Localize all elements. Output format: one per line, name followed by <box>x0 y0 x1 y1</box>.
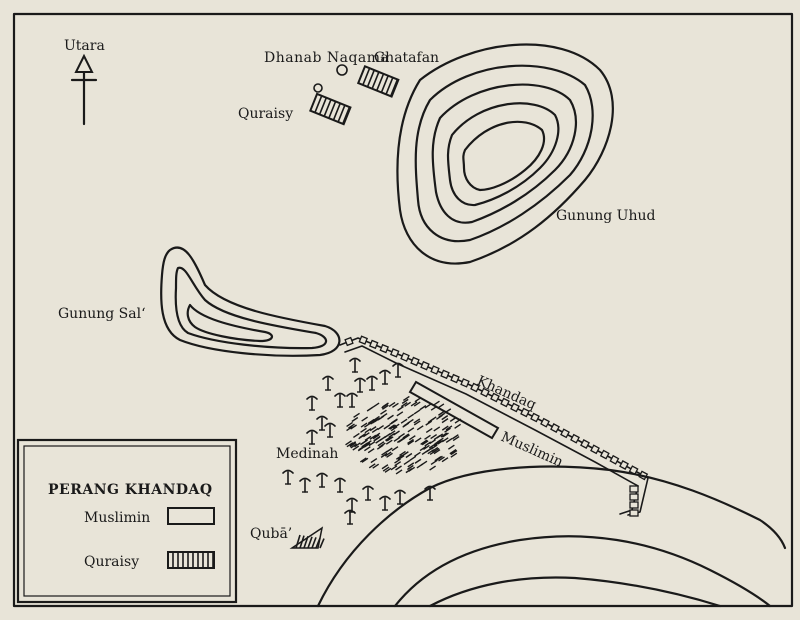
palm-tree-icon <box>366 375 378 391</box>
map-frame <box>12 12 794 608</box>
legend-item-quraisy-label: Quraisy <box>84 554 139 570</box>
palm-tree-icon <box>316 472 328 488</box>
palm-tree-icon <box>306 395 318 411</box>
palm-tree-icon <box>394 489 406 505</box>
gunung-uhud-label: Gunung Uhud <box>556 208 655 224</box>
ghatafan-label: Ghatafan <box>374 50 439 66</box>
palm-tree-icon <box>346 392 358 408</box>
gunung-sal-label: Gunung Sal‘ <box>58 306 146 322</box>
palm-tree-icon <box>306 429 318 445</box>
quba-label: Qubā’ <box>250 526 292 542</box>
palm-tree-icon <box>322 375 334 391</box>
muslimin-line-icon <box>408 380 500 440</box>
khandaq-trench <box>339 335 649 517</box>
palm-trees <box>282 357 436 525</box>
medinah-label: Medinah <box>276 446 338 462</box>
open-force-icon <box>167 507 215 525</box>
palm-tree-icon <box>334 477 346 493</box>
legend-item-muslimin-label: Muslimin <box>84 510 150 526</box>
palm-tree-icon <box>349 357 361 373</box>
legend-title: PERANG KHANDAQ <box>48 482 213 498</box>
palm-tree-icon <box>334 392 346 408</box>
palm-tree-icon <box>392 362 404 378</box>
palm-tree-icon <box>299 477 311 493</box>
palm-tree-icon <box>379 495 391 511</box>
palm-tree-icon <box>344 509 356 525</box>
quraisy-hatched-force-icon <box>309 92 352 126</box>
hatched-force-icon <box>167 551 215 569</box>
gunung-sal-contours <box>160 246 341 357</box>
north-arrow-icon <box>70 53 98 126</box>
palm-tree-icon <box>424 485 436 501</box>
quraisy-small-marker <box>313 83 323 93</box>
palm-tree-icon <box>316 415 328 431</box>
legend: PERANG KHANDAQ Muslimin Quraisy <box>16 438 238 604</box>
southern-hills <box>316 465 787 608</box>
dhanab-naqama-label: Dhanab Naqama <box>264 50 389 66</box>
dhanab-naqama-marker <box>336 64 348 76</box>
quraisy-camp-label: Quraisy <box>238 106 293 122</box>
quba-hatched-icon <box>289 526 325 549</box>
medinah-settlement-hatching <box>345 395 462 475</box>
palm-tree-icon <box>282 469 294 485</box>
gunung-uhud-contours <box>396 43 614 265</box>
palm-tree-icon <box>379 369 391 385</box>
ghatafan-hatched-force-icon <box>356 65 400 98</box>
palm-tree-icon <box>354 377 366 393</box>
north-label: Utara <box>64 38 105 54</box>
palm-tree-icon <box>362 485 374 501</box>
legend-inner-border <box>23 445 231 597</box>
palm-tree-icon <box>324 422 336 438</box>
